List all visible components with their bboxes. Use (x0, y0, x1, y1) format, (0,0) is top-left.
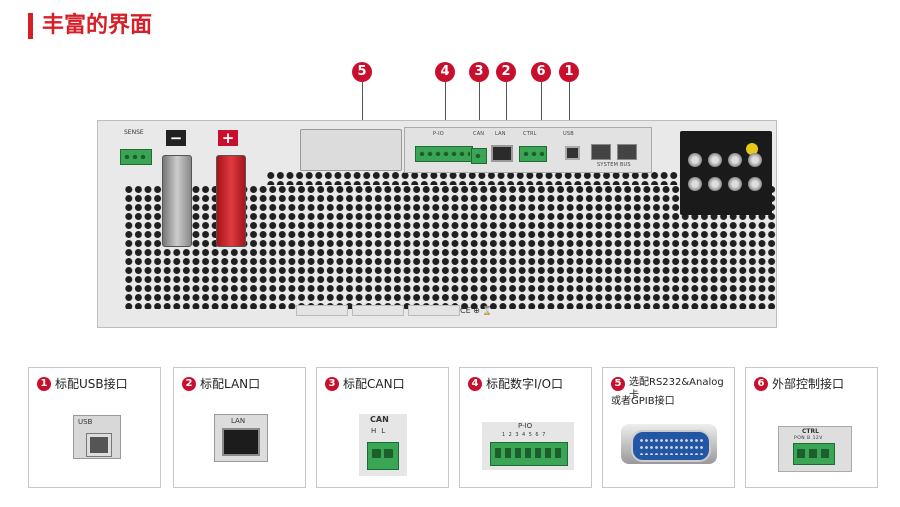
ctrl-port-icon: CTRL PON B 12V (778, 426, 852, 472)
feature-card-pio: 4 标配数字I/O口 P-IO 1234567 (459, 367, 592, 488)
lan-port-icon: LAN (214, 414, 268, 462)
callout-line (569, 82, 570, 126)
serial-label (408, 305, 460, 316)
callout-marker-3: 3 (469, 62, 489, 82)
ctrl-icon-label: CTRL (802, 428, 819, 435)
callout-marker-2: 2 (496, 62, 516, 82)
gpib-body (631, 430, 711, 462)
system-bus-port-2[interactable] (617, 144, 637, 160)
terminal-screw (728, 153, 742, 167)
ctrl-terminal[interactable] (519, 146, 547, 162)
sense-terminal (120, 149, 152, 165)
positive-busbar (216, 155, 246, 247)
lan-port-label: LAN (495, 131, 506, 137)
can-terminal[interactable] (471, 148, 487, 164)
callout-line (541, 82, 542, 126)
terminal-screw (688, 153, 702, 167)
title-accent-bar (28, 13, 33, 39)
terminal-screw (728, 177, 742, 191)
terminal-screw (708, 153, 722, 167)
callout-marker-5: 5 (352, 62, 372, 82)
callout-line (362, 82, 363, 126)
interface-block: P-IO CAN LAN CTRL USB SYSTEM BUS (404, 127, 652, 173)
can-port-label: CAN (473, 131, 485, 137)
card-sublabel: 或者GPIB接口 (611, 396, 675, 407)
ctrl-pin-labels: PON B 12V (794, 436, 823, 441)
terminal-screw (708, 177, 722, 191)
card-number: 4 (468, 377, 482, 391)
pio-terminal[interactable] (415, 146, 473, 162)
can-pin-labels: HL (371, 427, 391, 435)
lan-port[interactable] (491, 145, 513, 162)
card-label: 标配数字I/O口 (486, 377, 564, 391)
card-label: 标配CAN口 (343, 377, 405, 391)
gpib-port-icon (621, 420, 717, 468)
serial-label (296, 305, 348, 316)
callout-marker-4: 4 (435, 62, 455, 82)
pio-icon-label: P-IO (518, 422, 533, 430)
ctrl-terminal-icon (793, 443, 835, 465)
usb-port-label: USB (563, 131, 574, 137)
terminal-screw (748, 177, 762, 191)
usb-socket (86, 433, 112, 457)
plus-terminal-label: + (218, 130, 238, 146)
callout-marker-1: 1 (559, 62, 579, 82)
usb-icon-label: USB (78, 418, 93, 426)
terminal-screw (748, 153, 762, 167)
callout-line (479, 82, 480, 126)
ac-input-terminal-block (680, 131, 772, 215)
terminal-screw (688, 177, 702, 191)
usb-port[interactable] (565, 146, 580, 160)
card-label: 标配USB接口 (55, 377, 128, 391)
card-label: 标配LAN口 (200, 377, 261, 391)
card-number: 3 (325, 377, 339, 391)
card-number: 6 (754, 377, 768, 391)
feature-card-can: 3 标配CAN口 CAN HL (316, 367, 449, 488)
vent-grille-upper (266, 171, 682, 185)
rj45-socket (222, 428, 260, 456)
card-number: 2 (182, 377, 196, 391)
feature-card-gpib: 5 选配RS232&Analog卡 或者GPIB接口 (602, 367, 735, 488)
card-number: 1 (37, 377, 51, 391)
minus-terminal-label: − (166, 130, 186, 146)
lan-icon-label: LAN (231, 417, 246, 425)
can-port-icon: CAN HL (359, 414, 407, 476)
can-terminal-icon (367, 442, 399, 470)
usb-port-icon: USB (73, 415, 121, 459)
can-icon-label: CAN (370, 415, 389, 424)
negative-busbar (162, 155, 192, 247)
system-bus-port-1[interactable] (591, 144, 611, 160)
pio-port-icon: P-IO 1234567 (482, 422, 574, 470)
option-slot-cover (300, 129, 402, 171)
feature-card-lan: 2 标配LAN口 LAN (173, 367, 306, 488)
card-number: 5 (611, 377, 625, 391)
sense-label: SENSE (124, 129, 144, 136)
ctrl-port-label: CTRL (523, 131, 537, 137)
card-label: 选配RS232&Analog卡 (629, 377, 724, 401)
serial-label (352, 305, 404, 316)
pio-port-label: P-IO (433, 131, 444, 137)
pio-terminal-icon (490, 442, 568, 466)
callout-line (506, 82, 507, 126)
callout-line (445, 82, 446, 126)
pio-pin-labels: 1234567 (502, 432, 549, 438)
system-bus-label: SYSTEM BUS (597, 162, 631, 168)
serial-label-row (296, 305, 460, 316)
certification-marks: CE ⊕ ⌛ (460, 306, 493, 315)
card-label: 外部控制接口 (772, 377, 845, 391)
terminal-cap (746, 143, 758, 155)
feature-card-usb: 1 标配USB接口 USB (28, 367, 161, 488)
feature-card-ctrl: 6 外部控制接口 CTRL PON B 12V (745, 367, 878, 488)
page-title: 丰富的界面 (42, 13, 153, 38)
device-rear-panel: SENSE − + P-IO CAN LAN CTRL USB SYSTEM B… (97, 120, 777, 328)
callout-marker-6: 6 (531, 62, 551, 82)
